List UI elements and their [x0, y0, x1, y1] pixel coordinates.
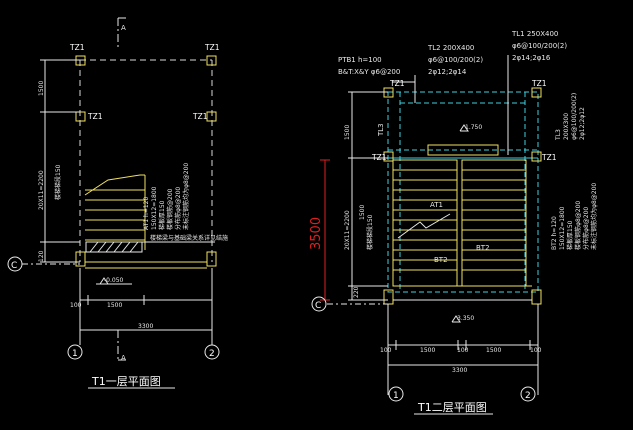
dim-text: 120	[38, 250, 45, 262]
dim-text: 1500	[486, 347, 501, 354]
column-label: TZ1	[531, 79, 547, 88]
bt2-note: 150X12=1800	[559, 206, 566, 250]
stair-note: 未标注钢筋均为φ8@200	[182, 163, 190, 230]
level-mark: 1.750	[465, 124, 482, 131]
dim-text: 100	[70, 302, 82, 309]
flight-label: BT2	[434, 256, 448, 264]
beam-label-tl1: 2φ14;2φ16	[512, 54, 551, 62]
grid-axis-label: 1	[72, 349, 78, 359]
column-tz1	[531, 87, 542, 98]
flight-label: AT1	[430, 201, 443, 209]
grid-axis-label: C	[11, 261, 17, 271]
drawing-1-text: TZ1 TZ1 TZ1 TZ1 A A 1 2 C 100 1500 3300 …	[11, 24, 228, 388]
flight-label: BT2	[476, 244, 490, 252]
dim-text: 1500	[420, 347, 435, 354]
grid-axis-bubble	[520, 386, 536, 402]
stair-treads	[84, 174, 146, 250]
beam-label-ptb: B&T:X&Y φ6@200	[338, 68, 400, 76]
grid-axis-label: 2	[209, 349, 215, 359]
section-mark: A	[121, 354, 126, 362]
grid-axis-bubble	[388, 386, 404, 402]
bt2-note: BT2 h=120	[551, 216, 558, 250]
column-tz1	[206, 111, 217, 122]
beam-label-tl2: TL2 200X400	[427, 44, 474, 52]
dim-text: 100	[530, 347, 542, 354]
grid-axis-label: 1	[393, 391, 399, 401]
dim-text: 20X11=2200	[344, 210, 351, 250]
drawing-title: T1二层平面图	[417, 401, 487, 414]
bt2-note: 分布筋φ8@200	[582, 207, 590, 250]
dim-text: 100	[380, 347, 392, 354]
dim-text: 1500	[38, 81, 45, 96]
dim-text: 100	[457, 347, 469, 354]
dim-text: 3300	[138, 323, 153, 330]
drawing-title: T1一层平面图	[91, 375, 161, 388]
column-tz1	[206, 251, 217, 267]
level-mark: 3.350	[457, 315, 474, 322]
beam-label-tl3: TL3	[377, 123, 385, 137]
column-tz1	[206, 55, 217, 66]
column-label: TZ1	[69, 43, 85, 52]
column-label: TZ1	[371, 153, 387, 162]
drawing-2-text: TZ1 TZ1 TZ1 TZ1 PTB1 h=100 B&T:X&Y φ6@20…	[309, 30, 598, 414]
column-label: TZ1	[192, 112, 208, 121]
beam-label-tl3: TL3	[555, 129, 562, 141]
beam-label-tl2: φ6@100/200(2)	[428, 56, 483, 64]
column-label: TZ1	[204, 43, 220, 52]
dim-text: 1500	[107, 302, 122, 309]
column-tz1	[75, 251, 86, 267]
bt2-note: 楼板钢筋φ8@200	[574, 201, 582, 250]
grid-axis-bubble	[67, 344, 83, 360]
beam-label-tl1: φ6@100/200(2)	[512, 42, 567, 50]
bt2-note: 未标注钢筋均为φ8@200	[590, 183, 598, 250]
drawing-1	[7, 17, 220, 389]
stair-note: 楼板钢筋@200	[166, 188, 174, 230]
grid-axis-bubble	[7, 256, 23, 272]
beam-label-tl1: TL1 250X400	[511, 30, 558, 38]
beam-label-tl3: φ6@100/200(2)	[571, 93, 578, 140]
column-tz1	[531, 151, 542, 162]
grid-axis-label: C	[315, 301, 321, 311]
dim-text: 楼梯梯段150	[366, 214, 374, 250]
grid-axis-label: 2	[525, 391, 531, 401]
stair-note: 梯板厚150	[158, 200, 166, 230]
dim-text: 1500	[359, 205, 366, 220]
stair-flight-right	[461, 159, 527, 287]
dim-text: 220	[353, 286, 360, 298]
dim-text: 1500	[344, 125, 351, 140]
beam-label-tl2: 2φ12;2φ14	[428, 68, 467, 76]
column-tz1	[383, 151, 394, 162]
beam-label-ptb: PTB1 h=100	[338, 56, 382, 64]
dim-text: 楼梯梯段150	[54, 164, 62, 200]
stair-note: AT1 h=120	[143, 197, 150, 230]
stair-note: 150X12=1800	[151, 186, 158, 230]
column-label: TZ1	[389, 79, 405, 88]
column-label: TZ1	[87, 112, 103, 121]
grid-axis-bubble	[311, 296, 327, 312]
dim-text: 3300	[452, 367, 467, 374]
level-mark: -0.050	[104, 277, 124, 284]
drawing-2	[311, 55, 542, 415]
column-tz1	[75, 111, 86, 122]
grid-axis-bubble	[204, 344, 220, 360]
beam-label-tl3: 200X300	[563, 113, 570, 140]
bt2-note: 梯板厚150	[566, 220, 574, 250]
slab-note: 楼梯梁与基础梁关系详见结施	[150, 234, 228, 242]
red-dimension: 3500	[309, 217, 324, 250]
stair-note: 分布筋φ8@200	[174, 187, 182, 230]
dim-text: 20X11=2200	[38, 170, 45, 210]
column-tz1	[531, 289, 542, 305]
column-label: TZ1	[541, 153, 557, 162]
beam-outline	[387, 91, 539, 293]
section-mark: A	[121, 24, 126, 32]
beam-label-tl3: 2φ12;2φ12	[579, 107, 586, 140]
stair-flight-left	[392, 159, 458, 287]
